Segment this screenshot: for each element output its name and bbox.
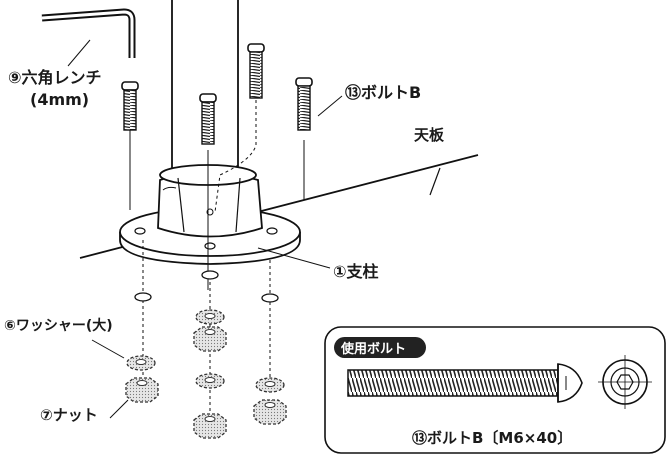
hex-key-label-line1: ⑨六角レンチ (8, 68, 102, 87)
post-label: ①支柱 (333, 262, 379, 281)
washer (255, 377, 285, 393)
bolt-b-label: ⑬ボルトB (345, 83, 421, 102)
washer-label: ⑥ワッシャー(大) (4, 317, 113, 334)
post-column (171, 0, 239, 172)
guide-lines (129, 100, 305, 430)
inset-badge-text: 使用ボルト (340, 341, 406, 357)
inset-badge: 使用ボルト (334, 337, 426, 358)
nut (253, 399, 287, 425)
hex-key (41, 8, 136, 67)
hole (261, 293, 279, 303)
nut-label: ⑦ナット (40, 406, 98, 424)
hole (134, 292, 152, 302)
hole (201, 270, 219, 280)
base-housing (157, 164, 263, 238)
nut (125, 377, 159, 403)
washer (195, 373, 225, 389)
hex-key-label-line2: (4mm) (30, 90, 89, 109)
leader-lines (91, 247, 331, 419)
tabletop-label: 天板 (414, 126, 445, 144)
nut (193, 413, 227, 439)
bolt (295, 77, 313, 131)
bolt-head-end-view (598, 355, 652, 409)
inset-panel: 使用ボルト ⑬ボルトB〔M6×40〕 (324, 326, 666, 454)
bolt (247, 43, 265, 99)
bolt-side-view (347, 363, 583, 403)
inset-caption: ⑬ボルトB〔M6×40〕 (412, 429, 572, 447)
bolt (121, 81, 139, 131)
washer (195, 309, 225, 325)
washer (126, 355, 156, 371)
nut (193, 326, 227, 352)
bolt (199, 93, 217, 145)
